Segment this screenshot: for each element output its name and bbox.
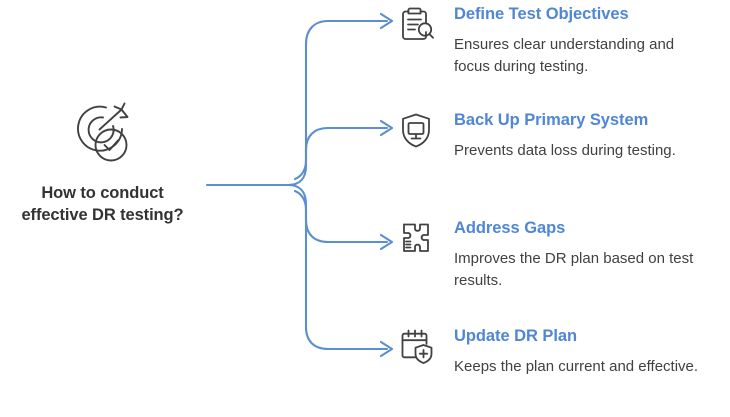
branch-item[interactable]: Update DR Plan Keeps the plan current an… [396,326,730,378]
branch-description: Ensures clear understanding and focus du… [454,35,675,75]
arrowhead-1 [379,12,394,30]
branch-title: Back Up Primary System [454,111,649,129]
branch-description: Prevents data loss during testing. [454,141,676,159]
arrowhead-2 [379,119,394,137]
branch-text: Update DR Plan Keeps the plan current an… [454,326,730,378]
root-label: How to conduct effective DR testing? [0,182,205,227]
target-arrow-check-icon [76,102,128,162]
arrowhead-3 [379,233,394,251]
connector-branch-2 [293,126,389,181]
root-label-line-2: effective DR testing? [21,206,184,225]
branch-text: Define Test Objectives Ensures clear und… [454,4,730,77]
connector-branch-3 [293,189,389,244]
branch-item[interactable]: Address Gaps Improves the DR plan based … [396,218,730,291]
branch-description: Improves the DR plan based on test resul… [454,249,694,289]
branch-description: Keeps the plan current and effective. [454,357,699,375]
branch-title: Update DR Plan [454,327,578,345]
root-label-line-1: How to conduct [41,184,164,202]
branch-title: Define Test Objectives [454,5,629,23]
root-node: How to conduct effective DR testing? [0,98,205,227]
branch-text: Address Gaps Improves the DR plan based … [454,218,730,291]
branch-item[interactable]: Back Up Primary System Prevents data los… [396,110,730,162]
branch-item[interactable]: Define Test Objectives Ensures clear und… [396,4,730,77]
clipboard-search-icon [402,7,434,40]
branch-text: Back Up Primary System Prevents data los… [454,110,730,162]
branch-title: Address Gaps [454,219,566,237]
shield-monitor-icon [402,113,430,148]
puzzle-pieces-icon [403,223,429,252]
arrowhead-4 [379,340,394,358]
calendar-shield-plus-icon [401,329,433,364]
connector-branch-1 [286,19,389,187]
connector-branch-4 [286,183,389,351]
